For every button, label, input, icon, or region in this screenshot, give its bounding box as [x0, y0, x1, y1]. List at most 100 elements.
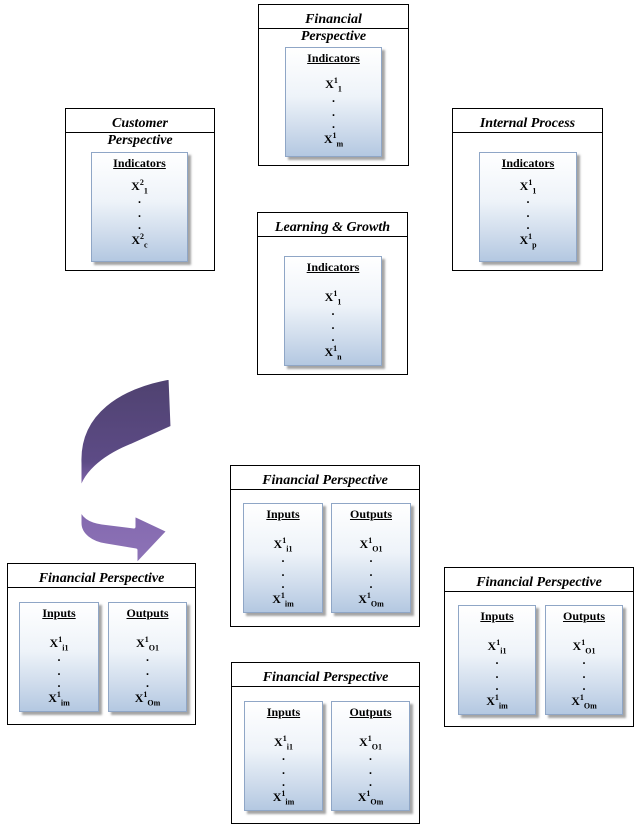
ellipsis-dot: ·	[56, 667, 61, 681]
column-header: Indicators	[306, 260, 360, 274]
title-line-2: Perspective	[300, 29, 367, 44]
column-header: Outputs	[126, 606, 169, 620]
column-header: Inputs	[266, 705, 301, 719]
last-variable: X1Om	[134, 690, 161, 708]
ellipsis-dot: ·	[281, 778, 286, 792]
last-variable: X1im	[272, 789, 295, 807]
outputs-column: Outputs X1O1 · · · X1Om	[331, 503, 411, 613]
internal-process-box: Internal Process Indicators X11 · · · X1…	[452, 108, 603, 271]
title-divider	[66, 132, 214, 133]
first-variable: X1O1	[359, 734, 382, 752]
ellipsis-dot: ·	[581, 670, 586, 684]
title-divider	[453, 132, 602, 133]
inputs-column: Inputs X1i1 · · · X1im	[243, 503, 323, 613]
box-title: Financial Perspective	[259, 11, 408, 45]
title-line-1: Financial	[305, 12, 362, 27]
learning-growth-box: Learning & Growth Indicators X11 · · · X…	[257, 212, 408, 375]
ellipsis-dot: ·	[331, 94, 336, 108]
first-variable: X11	[324, 289, 342, 307]
ellipsis-dot: ·	[280, 554, 285, 568]
box-title: Customer Perspective	[66, 115, 214, 149]
curved-down-right-arrow-icon	[78, 376, 174, 567]
title-divider	[258, 236, 407, 237]
ellipsis-dot: ·	[368, 554, 373, 568]
ellipsis-dot: ·	[56, 653, 61, 667]
title-line-1: Customer	[111, 116, 168, 131]
last-variable: X1Om	[571, 693, 597, 711]
box-title: Internal Process	[479, 116, 576, 131]
ellipsis-dot: ·	[368, 766, 373, 780]
outputs-column: Outputs X1O1 · · · X1Om	[331, 701, 410, 811]
ellipsis-dot: ·	[368, 778, 373, 792]
ellipsis-dot: ·	[137, 209, 142, 223]
first-variable: X1i1	[273, 536, 293, 554]
ellipsis-dot: ·	[331, 108, 336, 122]
ellipsis-dot: ·	[581, 682, 586, 696]
ellipsis-dot: ·	[280, 568, 285, 582]
ellipsis-dot: ·	[525, 195, 530, 209]
first-variable: X1O1	[136, 635, 159, 653]
ellipsis-dot: ·	[368, 752, 373, 766]
ellipsis-dot: ·	[281, 766, 286, 780]
first-variable: X11	[325, 76, 342, 94]
box-title: Financial Perspective	[38, 571, 165, 586]
column-header: Indicators	[113, 156, 166, 170]
ellipsis-dot: ·	[330, 321, 335, 335]
ellipsis-dot: ·	[56, 679, 61, 693]
title-divider	[232, 686, 419, 687]
column-header: Inputs	[480, 609, 514, 623]
financial-perspective-io-box: Financial Perspective Inputs X1i1 · · · …	[444, 567, 634, 727]
column-header: Outputs	[349, 507, 393, 521]
financial-perspective-box: Financial Perspective Indicators X11 · ·…	[258, 4, 409, 166]
indicators-column: Indicators X11 · · · X1p	[479, 152, 577, 262]
financial-perspective-io-box: Financial Perspective Inputs X1i1 · · · …	[231, 662, 420, 824]
financial-perspective-io-box: Financial Perspective Inputs X1i1 · · · …	[230, 465, 420, 627]
ellipsis-dot: ·	[368, 580, 373, 594]
last-variable: X1n	[324, 344, 342, 362]
box-title: Financial Perspective	[476, 575, 602, 590]
first-variable: X1i1	[487, 638, 507, 656]
last-variable: X1im	[486, 693, 508, 711]
last-variable: X1im	[272, 591, 294, 609]
last-variable: X2c	[131, 232, 148, 250]
inputs-column: Inputs X1i1 · · · X1im	[244, 701, 323, 811]
last-variable: X1Om	[357, 789, 384, 807]
ellipsis-dot: ·	[137, 221, 142, 235]
indicators-column: Indicators X11 · · · X1m	[285, 47, 382, 157]
ellipsis-dot: ·	[494, 670, 499, 684]
title-divider	[231, 489, 419, 490]
last-variable: X1p	[519, 232, 537, 250]
inputs-column: Inputs X1i1 · · · X1im	[458, 605, 536, 715]
inputs-column: Inputs X1i1 · · · X1im	[19, 602, 99, 712]
ellipsis-dot: ·	[330, 333, 335, 347]
last-variable: X1im	[48, 690, 70, 708]
ellipsis-dot: ·	[494, 656, 499, 670]
ellipsis-dot: ·	[145, 653, 150, 667]
ellipsis-dot: ·	[145, 679, 150, 693]
first-variable: X21	[131, 178, 148, 196]
outputs-column: Outputs X1O1 · · · X1Om	[108, 602, 187, 712]
outputs-column: Outputs X1O1 · · · X1Om	[545, 605, 623, 715]
title-line-2: Perspective	[107, 133, 173, 148]
ellipsis-dot: ·	[581, 656, 586, 670]
column-header: Inputs	[42, 606, 76, 620]
box-title: Learning & Growth	[274, 220, 391, 235]
title-divider	[8, 587, 195, 588]
box-title: Financial Perspective	[262, 670, 389, 685]
first-variable: X1O1	[359, 536, 383, 554]
customer-perspective-box: Customer Perspective Indicators X21 · · …	[65, 108, 215, 271]
title-divider	[259, 28, 408, 29]
first-variable: X1O1	[572, 638, 596, 656]
ellipsis-dot: ·	[525, 221, 530, 235]
ellipsis-dot: ·	[330, 307, 335, 321]
last-variable: X1m	[323, 131, 344, 149]
first-variable: X1i1	[49, 635, 69, 653]
first-variable: X11	[519, 178, 537, 196]
ellipsis-dot: ·	[331, 120, 336, 134]
ellipsis-dot: ·	[280, 580, 285, 594]
financial-perspective-io-box: Financial Perspective Inputs X1i1 · · · …	[7, 563, 196, 725]
ellipsis-dot: ·	[368, 568, 373, 582]
ellipsis-dot: ·	[281, 752, 286, 766]
indicators-column: Indicators X11 · · · X1n	[284, 256, 382, 366]
ellipsis-dot: ·	[525, 209, 530, 223]
